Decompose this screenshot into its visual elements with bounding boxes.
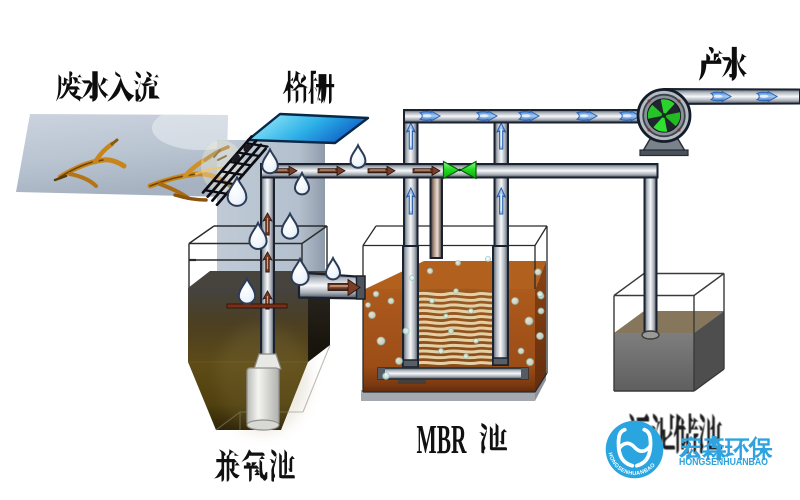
svg-text:HONGSENHUANBAO: HONGSENHUANBAO [679,456,768,468]
svg-text:MBR: MBR [417,416,467,462]
